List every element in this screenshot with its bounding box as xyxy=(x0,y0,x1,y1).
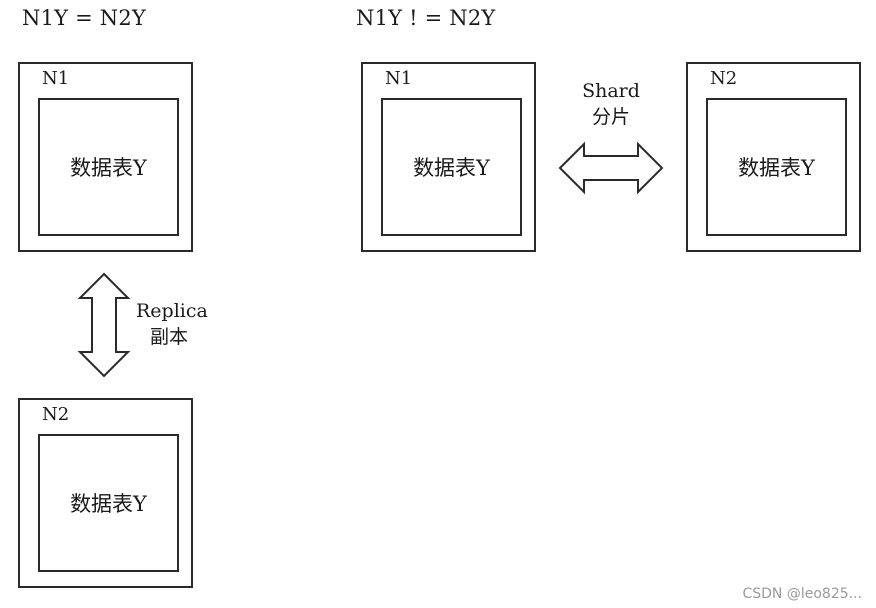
replica-arrow-label: Replica 副本 xyxy=(136,298,208,350)
shard-node-n2: N2 数据表Y xyxy=(686,62,861,252)
data-table-y: 数据表Y xyxy=(38,98,179,236)
right-diagram-title: N1Y ! = N2Y xyxy=(356,6,496,30)
table-label: 数据表Y xyxy=(413,156,490,180)
shard-node-n1: N1 数据表Y xyxy=(361,62,536,252)
data-table-y: 数据表Y xyxy=(38,434,179,572)
data-table-y: 数据表Y xyxy=(381,98,522,236)
table-label: 数据表Y xyxy=(738,156,815,180)
watermark: CSDN @leo825... xyxy=(742,586,862,602)
node-label: N2 xyxy=(42,404,70,425)
node-label: N1 xyxy=(385,68,413,89)
replica-label-cn: 副本 xyxy=(150,326,189,348)
shard-double-arrow-icon xyxy=(558,141,664,195)
replica-node-n2: N2 数据表Y xyxy=(18,398,193,588)
shard-arrow-label: Shard 分片 xyxy=(580,78,642,130)
table-label: 数据表Y xyxy=(70,156,147,180)
shard-label-en: Shard xyxy=(582,80,640,102)
replica-double-arrow-icon xyxy=(77,272,131,378)
data-table-y: 数据表Y xyxy=(706,98,847,236)
shard-label-cn: 分片 xyxy=(591,106,630,128)
node-label: N2 xyxy=(710,68,738,89)
replica-node-n1: N1 数据表Y xyxy=(18,62,193,252)
left-diagram-title: N1Y = N2Y xyxy=(22,6,146,30)
node-label: N1 xyxy=(42,68,70,89)
replica-label-en: Replica xyxy=(136,300,208,322)
table-label: 数据表Y xyxy=(70,492,147,516)
